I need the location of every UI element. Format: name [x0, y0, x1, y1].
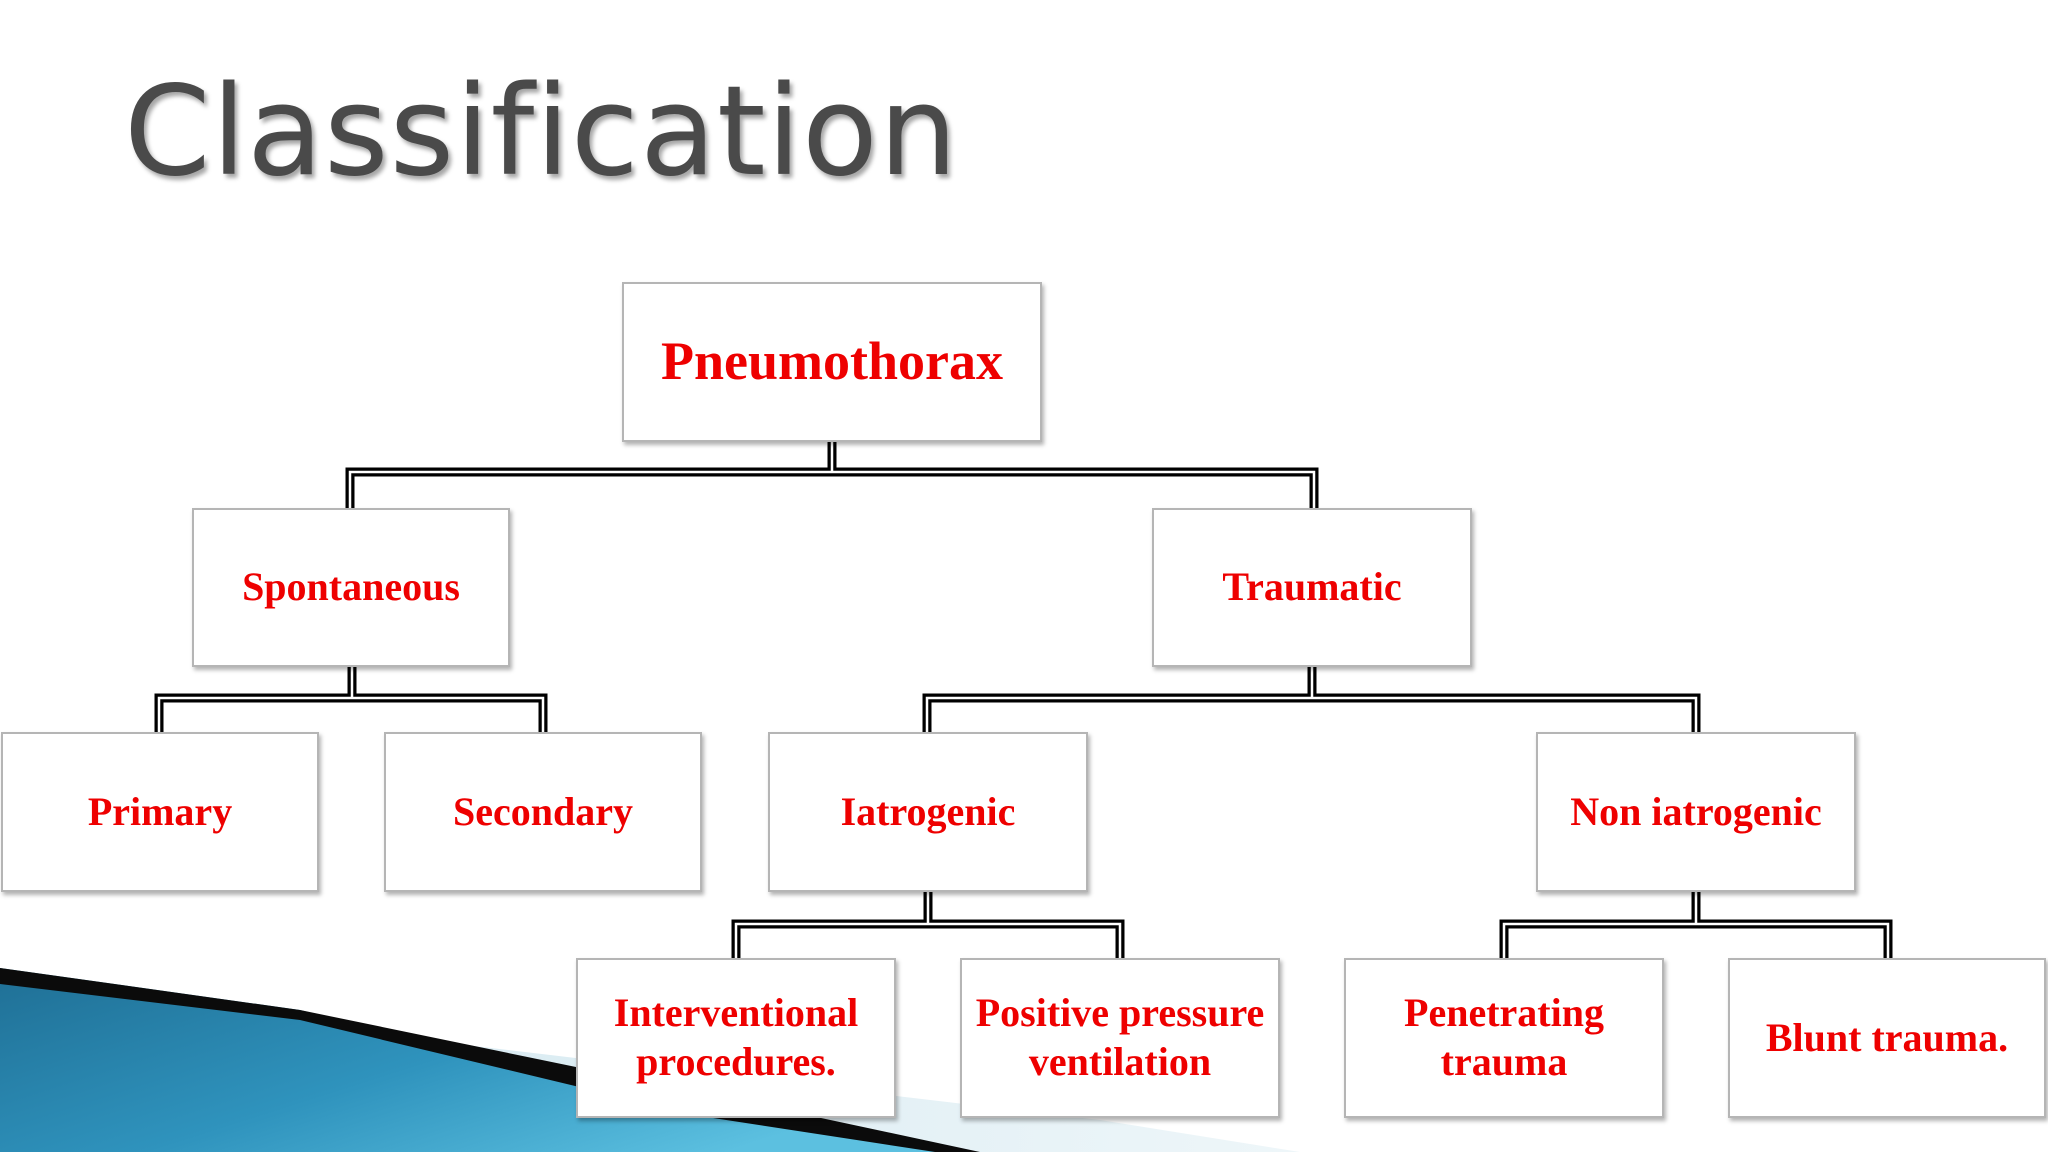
node-positive-pressure-ventilation: Positive pressure ventilation	[960, 958, 1280, 1118]
node-pneumothorax: Pneumothorax	[622, 282, 1042, 442]
node-non-iatrogenic-label: Non iatrogenic	[1570, 788, 1822, 834]
node-iatrogenic: Iatrogenic	[768, 732, 1088, 892]
connector-non-iatrogenic-highlight	[1502, 892, 1890, 958]
connector-root-highlight	[348, 442, 1316, 508]
node-pneumothorax-label: Pneumothorax	[661, 331, 1003, 392]
node-positive-pressure-line1: Positive pressure	[975, 990, 1265, 1036]
node-penetrating-trauma: Penetrating trauma	[1344, 958, 1664, 1118]
node-spontaneous-label: Spontaneous	[242, 564, 460, 610]
connector-spontaneous-highlight	[157, 667, 545, 732]
node-penetrating-line1: Penetrating	[1404, 990, 1604, 1036]
slide-title: Classification	[124, 60, 959, 204]
node-positive-pressure-line2: ventilation	[1028, 1039, 1212, 1084]
node-penetrating-line2: trauma	[1440, 1039, 1568, 1084]
node-interventional-procedures: Interventional procedures.	[576, 958, 896, 1118]
connector-iatrogenic-highlight	[734, 892, 1122, 958]
node-interventional-line1: Interventional	[613, 990, 859, 1036]
connector-traumatic-highlight	[925, 667, 1698, 732]
node-traumatic: Traumatic	[1152, 508, 1472, 667]
node-primary-label: Primary	[87, 788, 233, 834]
node-iatrogenic-label: Iatrogenic	[840, 788, 1016, 834]
node-secondary: Secondary	[384, 732, 702, 892]
node-traumatic-label: Traumatic	[1222, 564, 1402, 610]
node-spontaneous: Spontaneous	[192, 508, 510, 667]
node-blunt-trauma: Blunt trauma.	[1728, 958, 2046, 1118]
node-interventional-line2: procedures.	[636, 1039, 836, 1084]
node-secondary-label: Secondary	[453, 788, 633, 834]
node-primary: Primary	[1, 732, 319, 892]
node-blunt-trauma-label: Blunt trauma.	[1765, 1014, 2009, 1060]
node-non-iatrogenic: Non iatrogenic	[1536, 732, 1856, 892]
